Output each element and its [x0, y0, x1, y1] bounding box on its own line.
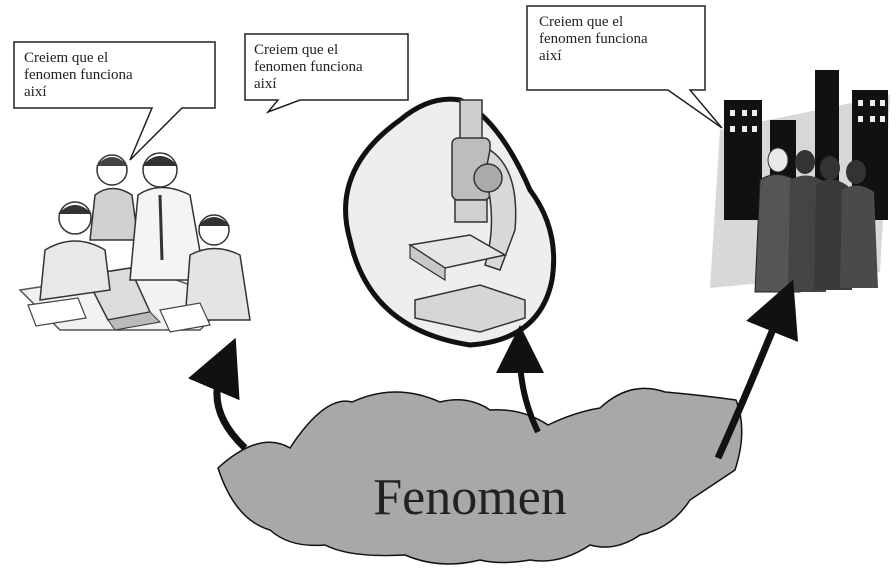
callout-text-2: Creiem que el fenomen funciona així [254, 42, 404, 93]
city-crowd-illustration [710, 70, 890, 292]
callout-text-1: Creiem que el fenomen funciona així [24, 50, 204, 101]
microscope-illustration [346, 99, 554, 345]
team-meeting-illustration [20, 153, 250, 332]
callout-text-3: Creiem que el fenomen funciona així [539, 14, 699, 65]
arrow-to-team [217, 370, 245, 448]
phenomenon-label: Fenomen [330, 468, 610, 527]
arrow-to-crowd [718, 312, 780, 458]
